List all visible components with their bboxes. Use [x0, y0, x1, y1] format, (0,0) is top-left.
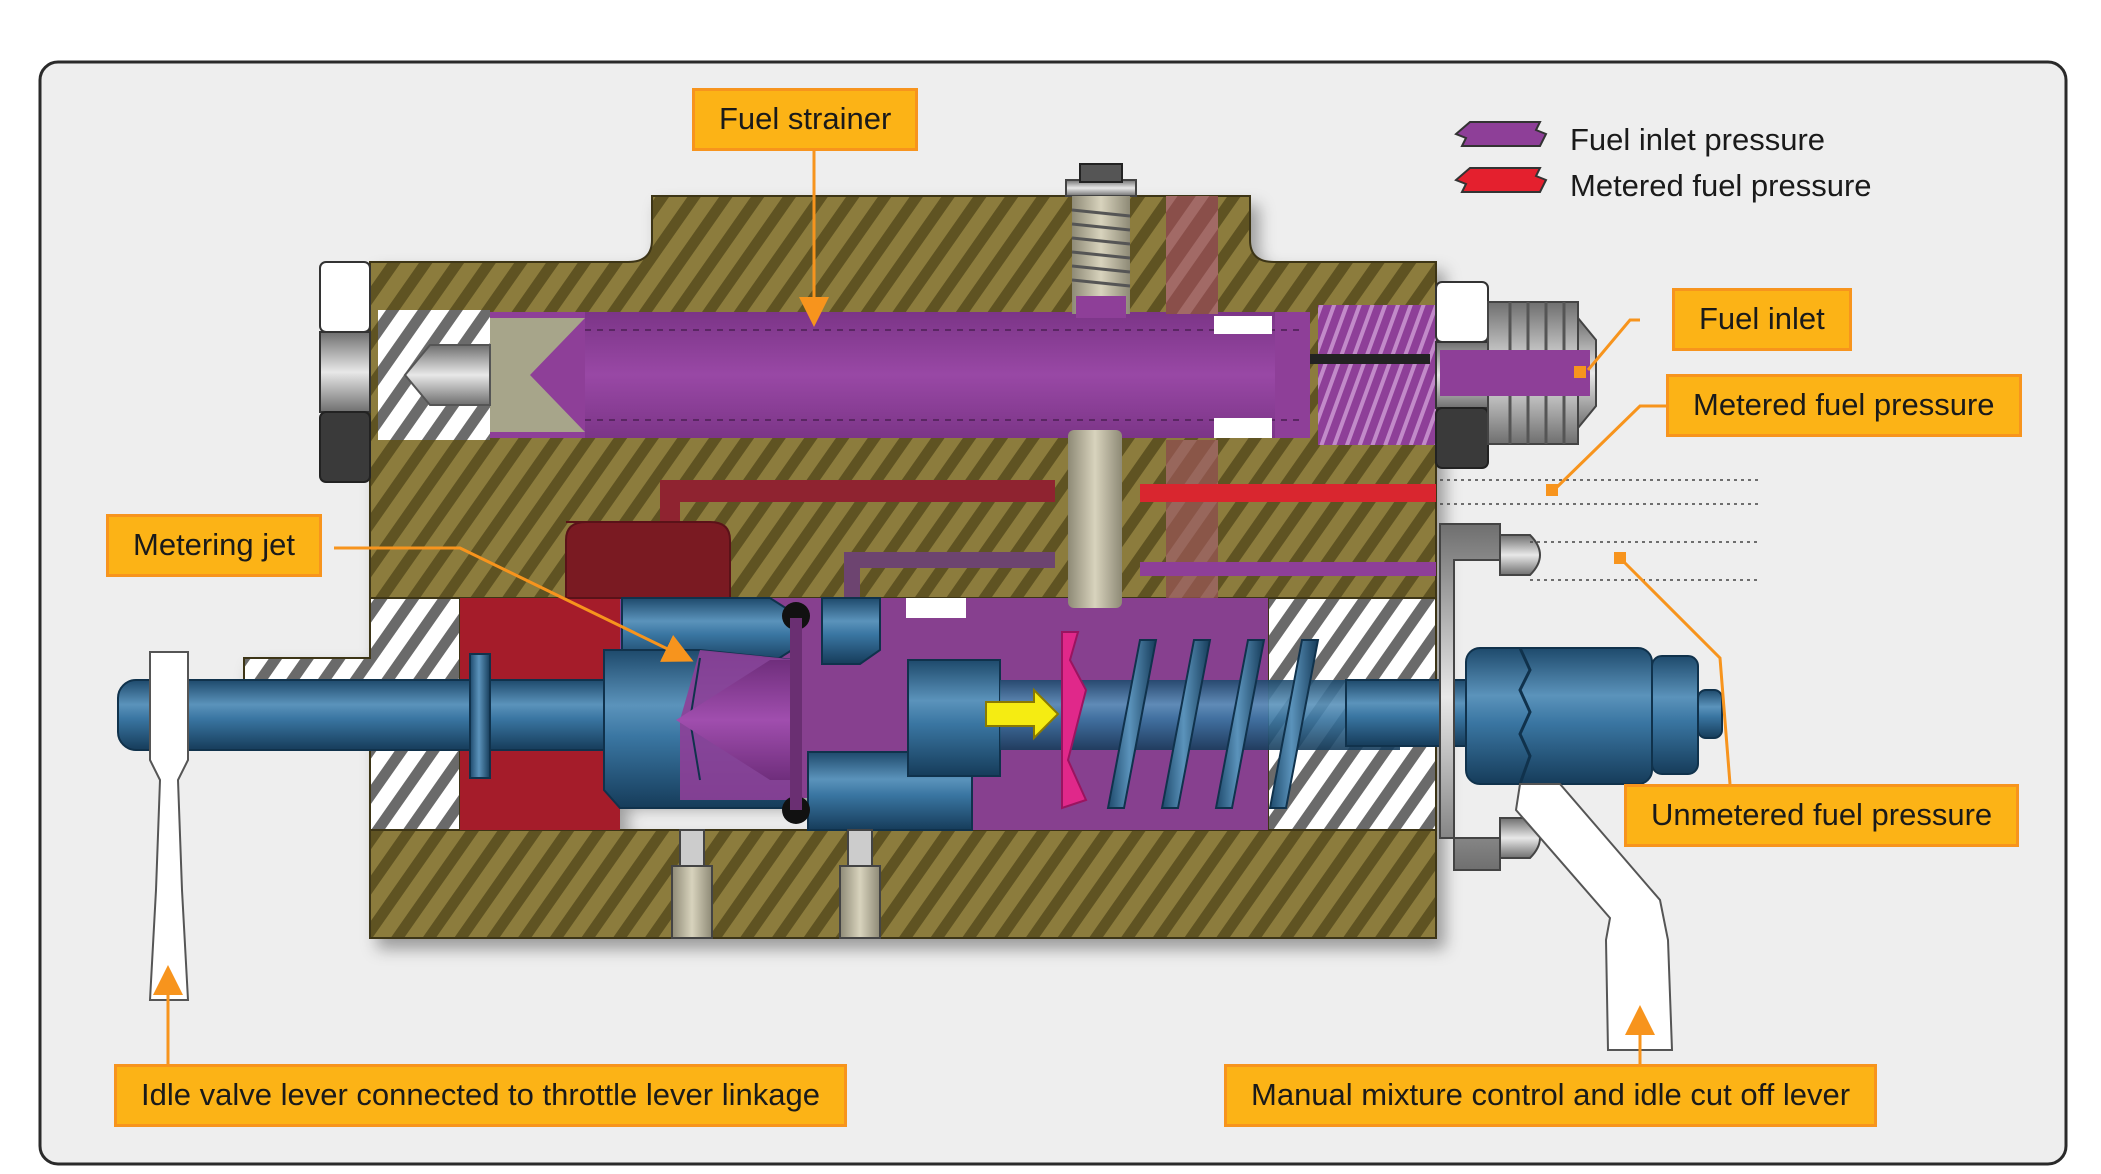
callout-mixture-control-lever: Manual mixture control and idle cut off …: [1224, 1064, 1878, 1127]
metered-fuel-passages: [565, 430, 1436, 618]
idle-valve-lever: [148, 651, 190, 1001]
callout-leaders: [153, 150, 1732, 1072]
left-end-nut: [319, 261, 371, 483]
legend-label-fuel-inlet-pressure: Fuel inlet pressure: [1570, 122, 1826, 157]
metering-spring: [985, 631, 1400, 810]
callout-fuel-strainer: Fuel strainer: [692, 88, 919, 151]
callout-unmetered-fuel-pressure: Unmetered fuel pressure: [1624, 784, 2020, 847]
fuel-inlet-fitting: [1310, 281, 1597, 469]
bottom-ports: [671, 829, 881, 939]
legend-swatch-metered-fuel: [1454, 167, 1548, 193]
callout-idle-valve-lever: Idle valve lever connected to throttle l…: [114, 1064, 847, 1127]
callout-metered-fuel-pressure: Metered fuel pressure: [1666, 374, 2022, 437]
callout-leader-dots: [1546, 366, 1626, 564]
fuel-strainer-passage: [378, 305, 1436, 445]
mixture-control-shaft: [1345, 523, 1723, 871]
callout-metering-jet: Metering jet: [106, 514, 322, 577]
idle-valve-shaft: [117, 653, 635, 779]
top-red-passage: [1166, 196, 1218, 314]
legend-label-metered-fuel-pressure: Metered fuel pressure: [1570, 168, 1872, 203]
top-screw: [1065, 163, 1137, 318]
callout-fuel-inlet: Fuel inlet: [1672, 288, 1852, 351]
legend-swatch-fuel-inlet: [1454, 121, 1548, 147]
pressure-reference-lines: [1440, 479, 1760, 581]
metering-valve-assembly: [603, 597, 1001, 831]
